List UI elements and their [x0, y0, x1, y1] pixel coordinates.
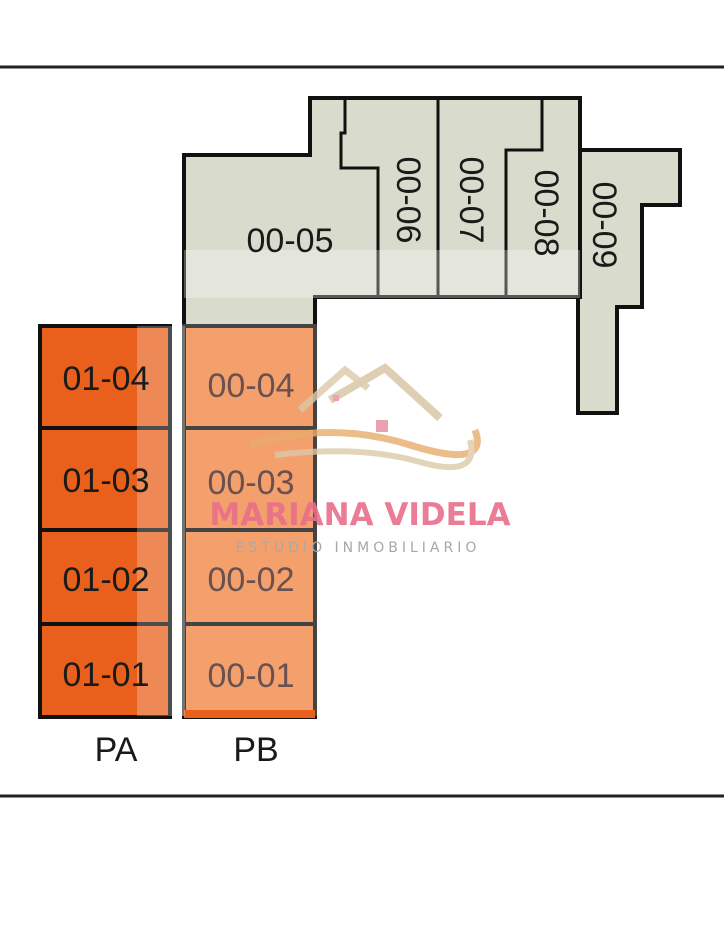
label-00-09: 00-09	[585, 182, 623, 269]
level-label-pa: PA	[95, 731, 138, 769]
label-00-08: 00-08	[527, 170, 565, 257]
watermark-overlay	[137, 326, 185, 716]
label-00-06: 00-06	[389, 157, 427, 244]
pb-bottom-strip	[184, 710, 315, 718]
label-00-02: 00-02	[208, 561, 295, 599]
wall-00-05	[339, 98, 380, 297]
label-00-03: 00-03	[208, 464, 295, 502]
house-logo-icon	[248, 363, 481, 471]
label-00-07: 00-07	[452, 157, 490, 244]
label-00-05: 00-05	[247, 222, 334, 260]
level-label-pb: PB	[233, 731, 278, 769]
unit-00-02[interactable]	[182, 528, 317, 626]
unit-01-01[interactable]	[38, 622, 172, 719]
label-01-01: 01-01	[63, 656, 150, 694]
label-01-04: 01-04	[63, 360, 150, 398]
watermark-overlay-top	[184, 250, 580, 298]
label-01-02: 01-02	[63, 561, 150, 599]
watermark-name: MARIANA VIDELA	[209, 497, 510, 533]
unit-00-09[interactable]	[576, 148, 682, 415]
label-01-03: 01-03	[63, 462, 150, 500]
watermark-subtitle: ESTUDIO INMOBILIARIO	[236, 540, 481, 556]
column-pa	[38, 324, 172, 719]
wall-00-07-08	[504, 98, 544, 297]
label-00-04: 00-04	[208, 367, 295, 405]
unit-01-04[interactable]	[38, 324, 172, 430]
unit-00-01[interactable]	[182, 622, 317, 716]
column-pb	[182, 324, 317, 718]
label-00-01: 00-01	[208, 657, 295, 695]
